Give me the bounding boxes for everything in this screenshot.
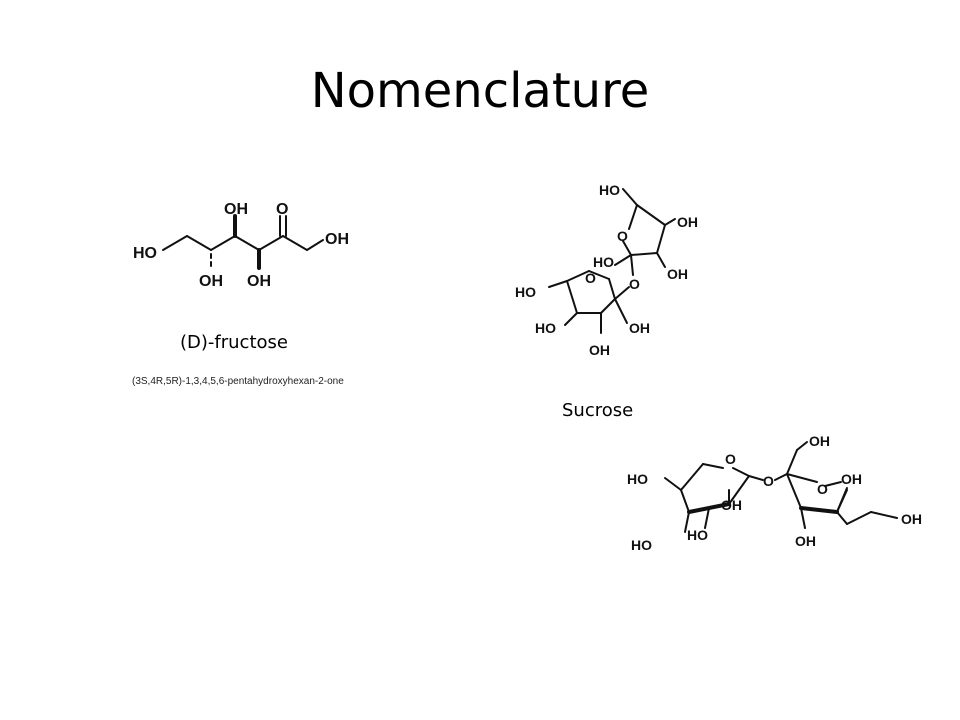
sucrose2-label-oh-top: OH	[809, 433, 830, 449]
sucrose1-label-o-link: O	[629, 276, 640, 292]
sucrose1-label-ho-mid: HO	[593, 254, 614, 270]
fructose-label-oh-top: OH	[224, 201, 248, 218]
fructose-label-oh-bottom-a: OH	[199, 273, 223, 290]
sucrose2-label-oh-g: OH	[721, 497, 742, 513]
sucrose2-label-oh-right: OH	[901, 511, 922, 527]
fructose-label-oh-bottom-b: OH	[247, 273, 271, 290]
sucrose-1-bonds	[548, 188, 676, 334]
sucrose2-label-oh-f-top: OH	[841, 471, 862, 487]
sucrose-2-bonds	[664, 441, 898, 533]
slide-title: Nomenclature	[310, 63, 650, 119]
sucrose-structure-1: HO OH O HO OH O HO O HO OH OH	[515, 182, 698, 358]
sucrose1-label-oh-furan-r: OH	[677, 214, 698, 230]
sucrose1-label-oh-furan-b: OH	[667, 266, 688, 282]
sucrose1-label-o-ring-g: O	[585, 270, 596, 286]
fructose-label-oh-right: OH	[325, 231, 349, 248]
sucrose2-label-o-link: O	[763, 473, 774, 489]
sucrose2-label-o-ring-f: O	[817, 481, 828, 497]
sucrose1-label-ho-top: HO	[599, 182, 620, 198]
fructose-structure: HO OH O OH OH OH	[133, 201, 349, 290]
fructose-label-o-carbonyl: O	[276, 201, 288, 218]
sucrose1-label-ho-glc-b: HO	[535, 320, 556, 336]
sucrose1-label-oh-glc-r: OH	[629, 320, 650, 336]
sucrose-structure-2: OH O HO O O OH OH OH HO HO OH	[627, 433, 922, 553]
sucrose2-label-o-ring-g: O	[725, 451, 736, 467]
sucrose1-label-oh-glc-bottom: OH	[589, 342, 610, 358]
sucrose1-label-o-ring-f: O	[617, 228, 628, 244]
fructose-label-ho-left: HO	[133, 245, 157, 262]
sucrose2-label-ho-left: HO	[627, 471, 648, 487]
sucrose2-label-ho-g-b2: HO	[631, 537, 652, 553]
sucrose2-label-ho-g-b1: HO	[687, 527, 708, 543]
sucrose2-label-oh-f-bottom: OH	[795, 533, 816, 549]
sucrose-caption: Sucrose	[562, 400, 634, 421]
sucrose1-label-ho-glc: HO	[515, 284, 536, 300]
fructose-caption: (D)-fructose	[180, 332, 288, 353]
fructose-bonds	[162, 214, 324, 270]
fructose-iupac-name: (3S,4R,5R)-1,3,4,5,6-pentahydroxyhexan-2…	[132, 376, 344, 387]
